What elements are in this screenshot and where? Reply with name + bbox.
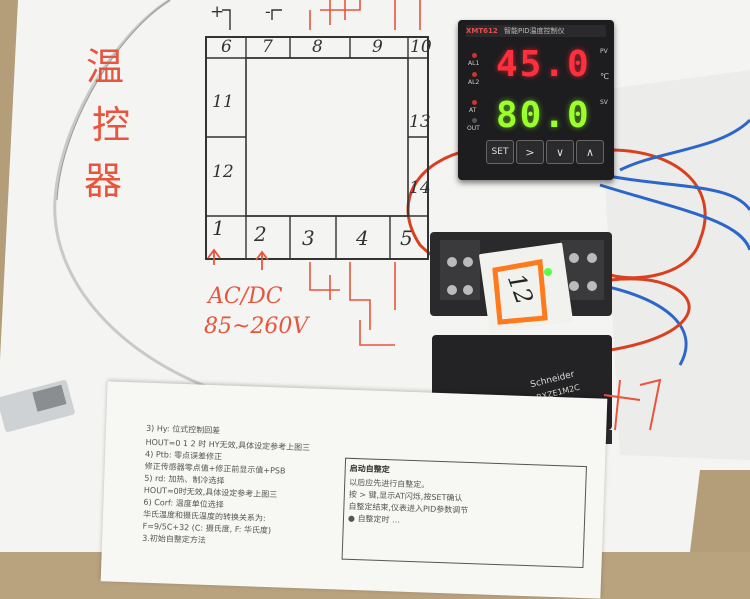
set-button[interactable]: SET [486,140,514,164]
pv-tag: PV [600,48,608,55]
terminal-13: 13 [409,112,431,132]
polarity-plus: + [210,2,225,22]
terminal-14: 14 [409,178,431,198]
title-char-1: 温 [86,45,125,89]
manual-line: 3.初始自整定方法 [142,533,206,545]
controller-model: XMT612 [466,27,498,35]
polarity-minus: - [265,2,271,22]
manual-line: 3) Hy: 位式控制回差 [145,423,221,436]
terminal-12: 12 [212,162,234,182]
terminal-8: 8 [312,37,323,57]
at-led-icon [472,100,477,105]
manual-box-title: 启动自整定 [349,463,390,475]
manual-box-line: ● 自整定时 … [347,513,401,525]
terminal-9: 9 [372,37,383,57]
terminal-3: 3 [302,226,315,250]
terminal-2: 2 [254,222,267,246]
terminal-4: 4 [356,226,369,250]
unit-label: ℃ [600,72,609,81]
terminal-10: 10 [410,37,432,57]
al1-led-icon [472,53,477,58]
terminal-7: 7 [262,37,273,57]
terminal-11: 11 [212,92,234,112]
out-led-icon [472,118,477,123]
sv-tag: SV [600,99,608,106]
shift-right-button[interactable]: > [516,140,544,164]
controller-title: 智能PID温度控制仪 [503,27,565,35]
title-char-2: 控 [92,103,131,147]
temperature-controller: XMT612 智能PID温度控制仪 AL1 AL2 AT OUT 45.0 PV… [458,20,614,180]
up-button[interactable]: ∧ [576,140,604,164]
instruction-manual: 3) Hy: 位式控制回差 HOUT=0 1 2 时 HY无效,具体设定参考上图… [100,381,608,599]
manual-autotune-box: 启动自整定 以后应先进行自整定。 按 > 键,显示AT闪烁,按SET确认 自整定… [341,457,587,569]
pv-display: 45.0 [496,44,591,85]
al2-led-icon [472,72,477,77]
controller-header: XMT612 智能PID温度控制仪 [466,25,606,37]
down-button[interactable]: ∨ [546,140,574,164]
power-note-line2: 85~260V [204,314,309,339]
title-char-3: 器 [84,159,123,203]
indicator-al2: AL2 [468,79,480,86]
terminal-5: 5 [400,226,413,250]
indicator-al1: AL1 [468,60,480,67]
indicator-at: AT [469,107,477,114]
terminal-1: 1 [212,216,225,240]
power-note-line1: AC/DC [208,284,283,309]
indicator-out: OUT [467,125,480,132]
terminal-6: 6 [221,37,232,57]
sv-display: 80.0 [496,95,591,136]
